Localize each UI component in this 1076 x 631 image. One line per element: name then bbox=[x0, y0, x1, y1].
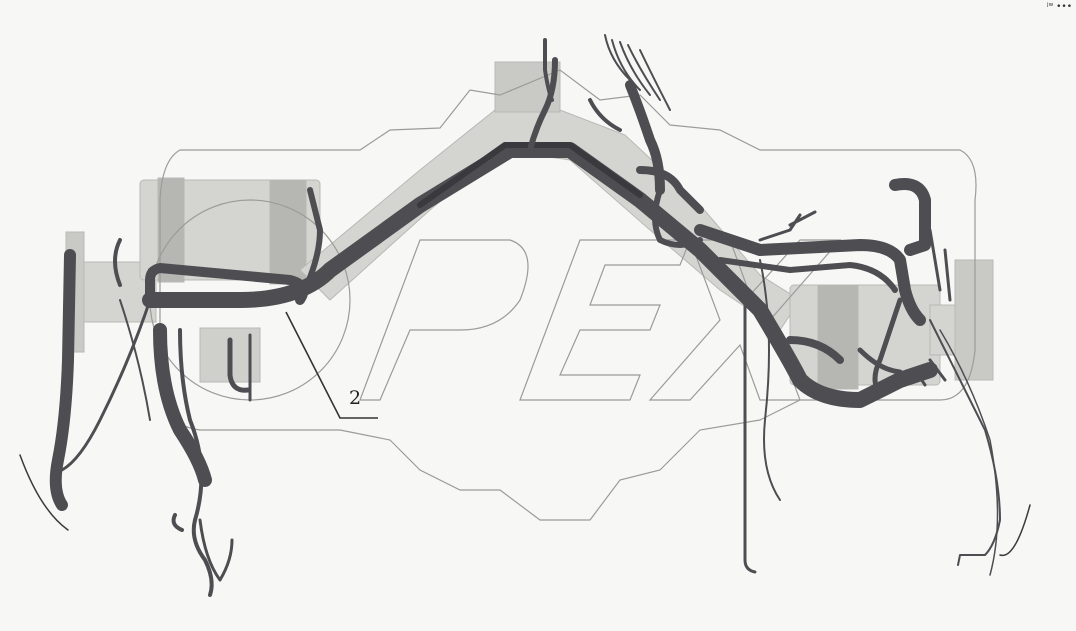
wiring-harness bbox=[19, 34, 1031, 597]
harness-trunk bbox=[142, 142, 938, 408]
watermark-letter-shape bbox=[359, 239, 529, 401]
callout-label: 2 bbox=[349, 387, 362, 409]
harness-branch-right-drop bbox=[743, 298, 757, 574]
axle-housing bbox=[65, 61, 994, 390]
harness-branch-left bbox=[49, 249, 76, 511]
callout-2 bbox=[285, 311, 378, 419]
corner-mark: ʲʷ ••• bbox=[1047, 2, 1072, 12]
watermark-letter-shape bbox=[519, 239, 691, 401]
harness-branch-right bbox=[694, 224, 926, 326]
callout-leader-line bbox=[285, 311, 378, 419]
